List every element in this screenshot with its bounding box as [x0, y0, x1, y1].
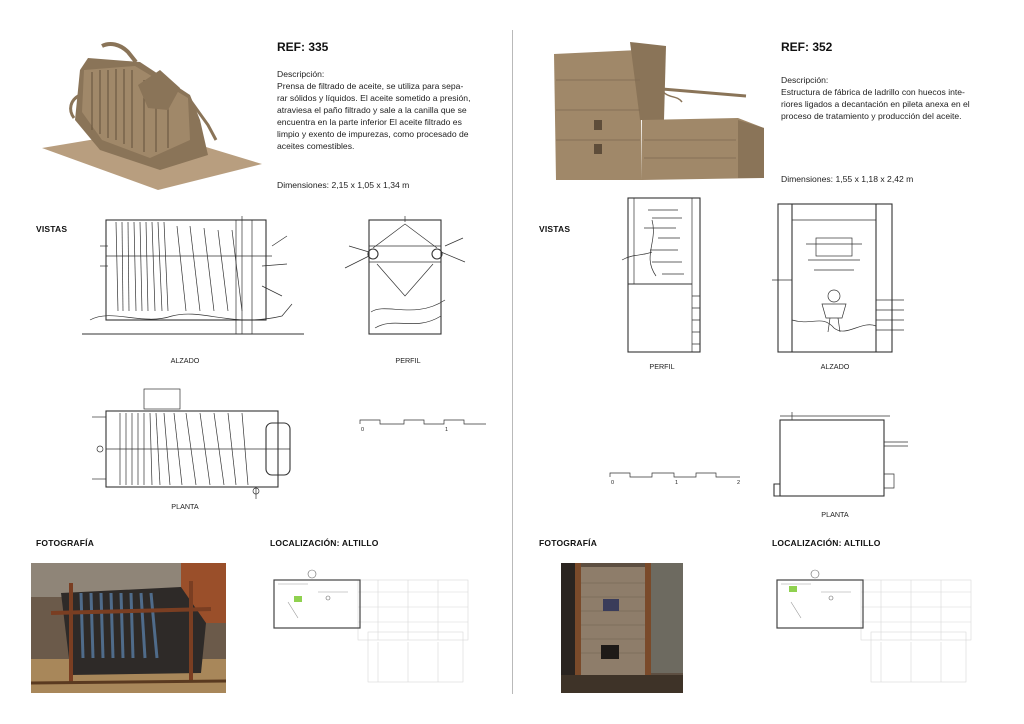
right-3d-model-image — [554, 42, 764, 180]
right-scale-label-1: 1 — [675, 480, 678, 486]
left-description: Descripción: Prensa de filtrado de aceit… — [277, 68, 492, 152]
right-location-marker — [789, 586, 797, 592]
right-desc-heading: Descripción: — [781, 75, 829, 85]
left-desc-line: encuentra en la parte inferior El aceite… — [277, 117, 462, 127]
left-location-plan — [273, 569, 469, 683]
left-photo — [30, 563, 227, 693]
right-description: Descripción: Estructura de fábrica de la… — [781, 74, 996, 122]
left-3d-model-image — [42, 42, 262, 190]
left-alzado-drawing — [82, 216, 304, 335]
right-fotografia-heading: FOTOGRAFÍA — [539, 538, 598, 548]
right-photo — [561, 563, 683, 693]
right-alzado-caption: ALZADO — [820, 362, 850, 371]
left-ref-title: REF: 335 — [277, 40, 329, 54]
left-alzado-caption: ALZADO — [170, 356, 200, 365]
left-perfil-caption: PERFIL — [395, 356, 421, 365]
left-scale-label-1: 1 — [445, 427, 448, 433]
right-perfil-drawing — [621, 197, 701, 353]
left-location-marker — [294, 596, 302, 602]
left-dimensions: Dimensiones: 2,15 x 1,05 x 1,34 m — [277, 180, 410, 190]
left-desc-line: limpio y exento de impurezas, como proce… — [277, 129, 469, 139]
left-planta-caption: PLANTA — [171, 502, 199, 511]
right-perfil-caption: PERFIL — [649, 362, 675, 371]
left-desc-line: rar sólidos y líquidos. El aceite someti… — [277, 93, 471, 103]
right-alzado-drawing — [772, 203, 904, 353]
left-desc-line: atraviesa el paño filtrado y sale a la c… — [277, 105, 467, 115]
right-planta-drawing — [773, 412, 908, 497]
right-desc-line: Estructura de fábrica de ladrillo con hu… — [781, 87, 965, 97]
right-desc-line: riores ligados a decantación en pileta a… — [781, 99, 970, 109]
right-ref-title: REF: 352 — [781, 40, 833, 54]
page-divider — [512, 30, 513, 694]
left-desc-line: Prensa de filtrado de aceite, se utiliza… — [277, 81, 464, 91]
left-scale-bar: 0 1 — [359, 419, 486, 433]
left-fotografia-heading: FOTOGRAFÍA — [36, 538, 95, 548]
left-desc-line: aceites comestibles. — [277, 141, 355, 151]
left-desc-heading: Descripción: — [277, 69, 325, 79]
right-scale-label-0: 0 — [611, 480, 614, 486]
right-vistas-heading: VISTAS — [539, 224, 571, 234]
left-perfil-drawing — [344, 216, 466, 335]
left-planta-drawing — [92, 388, 291, 499]
left-vistas-heading: VISTAS — [36, 224, 68, 234]
right-scale-label-2: 2 — [737, 480, 740, 486]
right-localizacion-heading: LOCALIZACIÓN: ALTILLO — [772, 538, 881, 548]
right-desc-line: proceso de tratamiento y producción del … — [781, 111, 962, 121]
right-planta-caption: PLANTA — [821, 510, 849, 519]
right-scale-bar: 0 1 2 — [609, 472, 740, 486]
left-scale-label-0: 0 — [361, 427, 364, 433]
right-location-plan — [776, 569, 972, 683]
left-localizacion-heading: LOCALIZACIÓN: ALTILLO — [270, 538, 379, 548]
right-dimensions: Dimensiones: 1,55 x 1,18 x 2,42 m — [781, 174, 914, 184]
